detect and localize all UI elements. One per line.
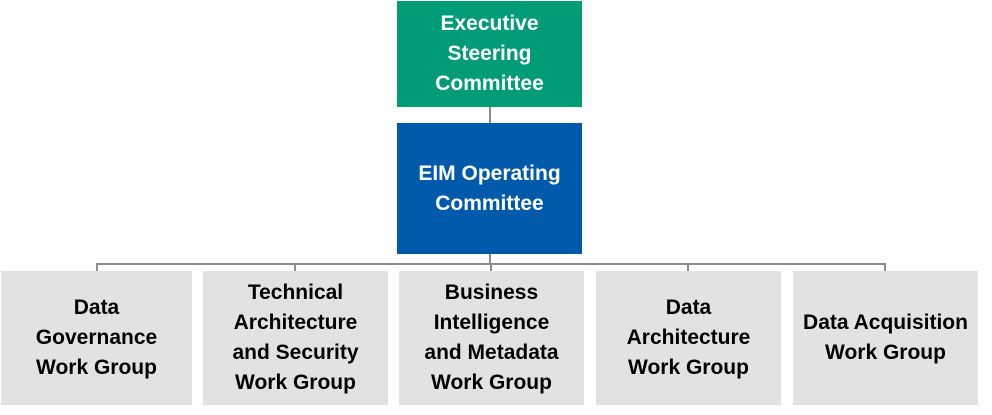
node-label: Data Acquisition Work Group xyxy=(803,311,968,364)
connector-drop-1 xyxy=(96,263,98,271)
connector-drop-4 xyxy=(687,263,689,271)
executive-steering-committee-node: Executive Steering Committee xyxy=(397,1,582,107)
connector-drop-5 xyxy=(884,263,886,271)
work-group-node-technical-architecture-security: Technical Architecture and Security Work… xyxy=(203,271,388,405)
node-label: Data Architecture Work Group xyxy=(626,296,751,379)
work-group-node-data-acquisition: Data Acquisition Work Group xyxy=(793,271,978,405)
eim-operating-committee-node: EIM Operating Committee xyxy=(397,123,582,254)
connector-drop-2 xyxy=(294,263,296,271)
node-label: Technical Architecture and Security Work… xyxy=(232,281,359,394)
connector-operating-to-bus xyxy=(489,254,491,264)
node-label: EIM Operating Committee xyxy=(418,161,561,215)
node-label: Business Intelligence and Metadata Work … xyxy=(424,281,559,394)
node-label: Executive Steering Committee xyxy=(435,12,544,95)
work-group-node-data-governance: Data Governance Work Group xyxy=(1,271,192,405)
work-group-node-business-intelligence-metadata: Business Intelligence and Metadata Work … xyxy=(399,271,584,405)
connector-drop-3 xyxy=(490,263,492,271)
connector-exec-to-operating xyxy=(489,107,491,123)
node-label: Data Governance Work Group xyxy=(35,296,158,379)
work-group-node-data-architecture: Data Architecture Work Group xyxy=(596,271,781,405)
